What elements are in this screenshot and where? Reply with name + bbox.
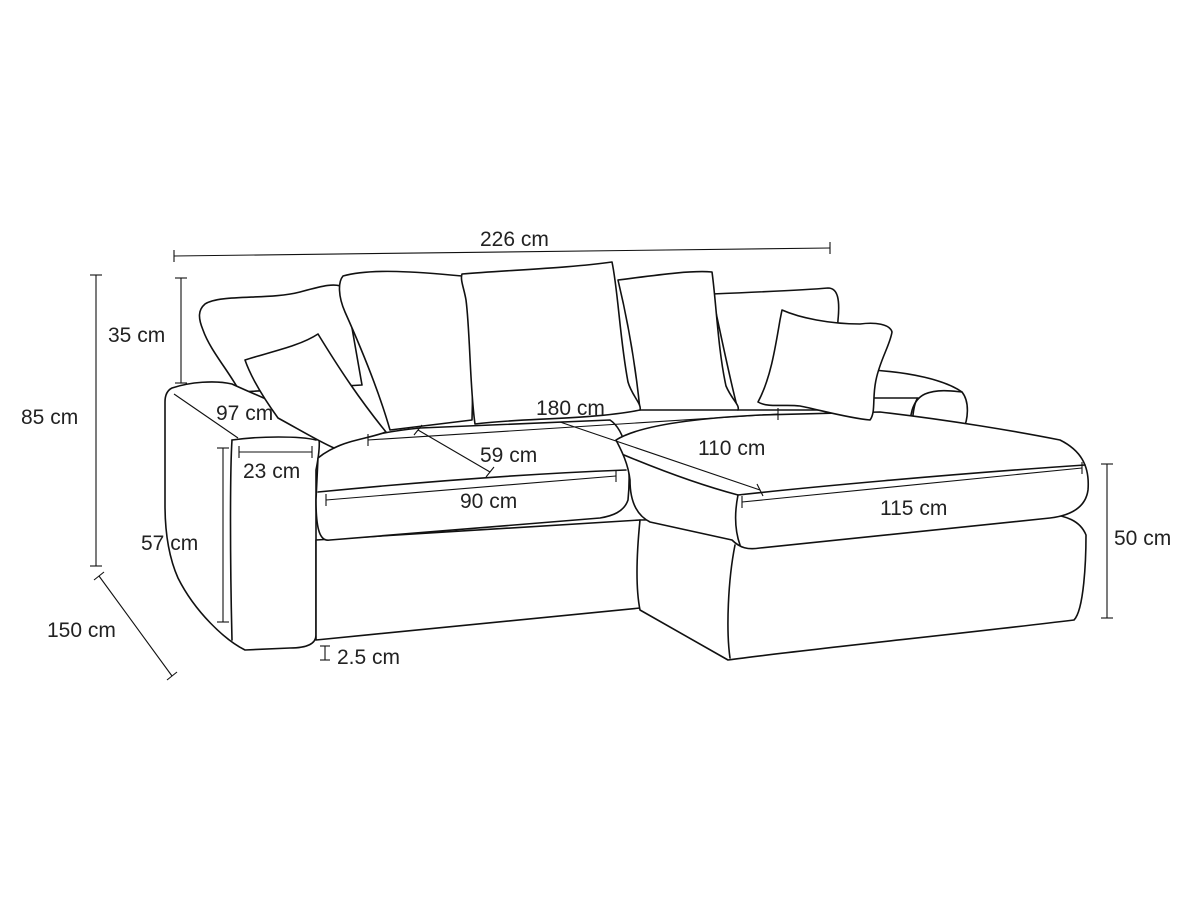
sofa-base xyxy=(315,519,641,641)
label-seat-height: 50 cm xyxy=(1114,527,1171,550)
chaise-seat-corner xyxy=(734,494,741,546)
right-throw-pillow xyxy=(757,309,893,421)
dimension-lines xyxy=(90,242,1113,681)
left-armrest-top-edge xyxy=(231,436,317,441)
sofa-drawing xyxy=(164,261,1090,661)
dimension-labels: 226 cm 85 cm 35 cm 97 cm 23 cm 57 cm 150… xyxy=(21,228,1171,669)
center-pillow xyxy=(460,261,642,425)
chaise-armrest xyxy=(869,369,969,433)
dim-line-seat-width xyxy=(325,475,617,501)
left-armrest-front-edge xyxy=(229,439,233,641)
label-total-depth: 150 cm xyxy=(47,619,116,642)
label-total-height: 85 cm xyxy=(21,406,78,429)
label-armrest-height: 57 cm xyxy=(141,532,198,555)
dim-line-armrest-length xyxy=(173,393,239,439)
dim-line-chaise-depth xyxy=(559,421,761,491)
label-seat-width: 90 cm xyxy=(460,490,517,513)
chaise-base xyxy=(636,513,1087,661)
chaise-seat-top-edge xyxy=(623,454,1086,496)
label-seat-width-total: 180 cm xyxy=(536,397,605,420)
chaise-base-front-edge xyxy=(727,544,736,659)
dim-line-total-depth xyxy=(98,575,173,677)
dim-line-total-width xyxy=(173,247,831,257)
dim-tick xyxy=(413,424,423,436)
dim-tick xyxy=(166,671,178,681)
label-backrest-height: 35 cm xyxy=(108,324,165,347)
left-throw-pillow xyxy=(244,333,387,449)
dim-tick xyxy=(756,483,764,497)
label-chaise-depth: 110 cm xyxy=(698,437,765,460)
back-cushion-middle-right xyxy=(617,270,740,411)
dim-tick xyxy=(485,466,495,478)
label-total-width: 226 cm xyxy=(480,228,549,251)
dim-tick xyxy=(93,571,105,581)
dim-line-seat-depth xyxy=(417,429,491,473)
label-armrest-length: 97 cm xyxy=(216,402,273,425)
back-cushion-middle xyxy=(338,270,474,431)
left-armrest xyxy=(164,381,321,651)
label-armrest-width: 23 cm xyxy=(243,460,300,483)
label-seat-depth: 59 cm xyxy=(480,444,537,467)
seat-cushion-left-edge xyxy=(317,469,627,493)
dim-line-chaise-width xyxy=(741,467,1083,503)
label-leg-height: 2.5 cm xyxy=(337,646,400,669)
label-chaise-width: 115 cm xyxy=(880,497,947,520)
